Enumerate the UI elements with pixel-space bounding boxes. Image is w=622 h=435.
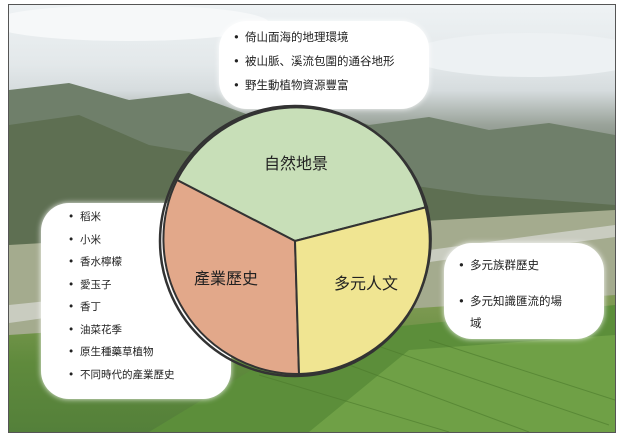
pie-chart: 自然地景 產業歷史 多元人文 (158, 104, 432, 378)
list-item: 倚山面海的地理環境 (233, 29, 395, 53)
list-item: 被山脈、溪流包圍的通谷地形 (233, 53, 394, 77)
list-item: 愛玉子 (68, 278, 175, 301)
list-item: 不同時代的產業歷史 (68, 368, 174, 391)
list-item: 油菜花季 (68, 323, 175, 346)
list-item: 多元知識匯流的場域 (458, 290, 570, 334)
pie-label-culture: 多元人文 (334, 274, 398, 293)
sky-cloud (9, 5, 269, 41)
list-item: 多元族群歷史 (458, 254, 570, 276)
sky-cloud (409, 33, 615, 77)
list-item: 野生動植物資源豐富 (233, 77, 395, 101)
list-item: 原生種藥草植物 (68, 345, 175, 368)
pie-label-industry: 產業歷史 (194, 269, 258, 288)
list-item: 香丁 (68, 300, 175, 323)
list-item: 小米 (68, 233, 175, 256)
pie-label-natural: 自然地景 (264, 154, 328, 173)
top-bullet-list: 倚山面海的地理環境 被山脈、溪流包圍的通谷地形 野生動植物資源豐富 (233, 29, 395, 101)
right-bullet-list: 多元族群歷史 多元知識匯流的場域 (458, 254, 570, 348)
list-item: 稻米 (68, 210, 175, 233)
left-bullet-list: 稻米 小米 香水檸檬 愛玉子 香丁 油菜花季 原生種藥草植物 不同時代的產業歷史 (68, 210, 175, 391)
list-item: 香水檸檬 (68, 255, 175, 278)
farm-fields-light (309, 335, 615, 432)
